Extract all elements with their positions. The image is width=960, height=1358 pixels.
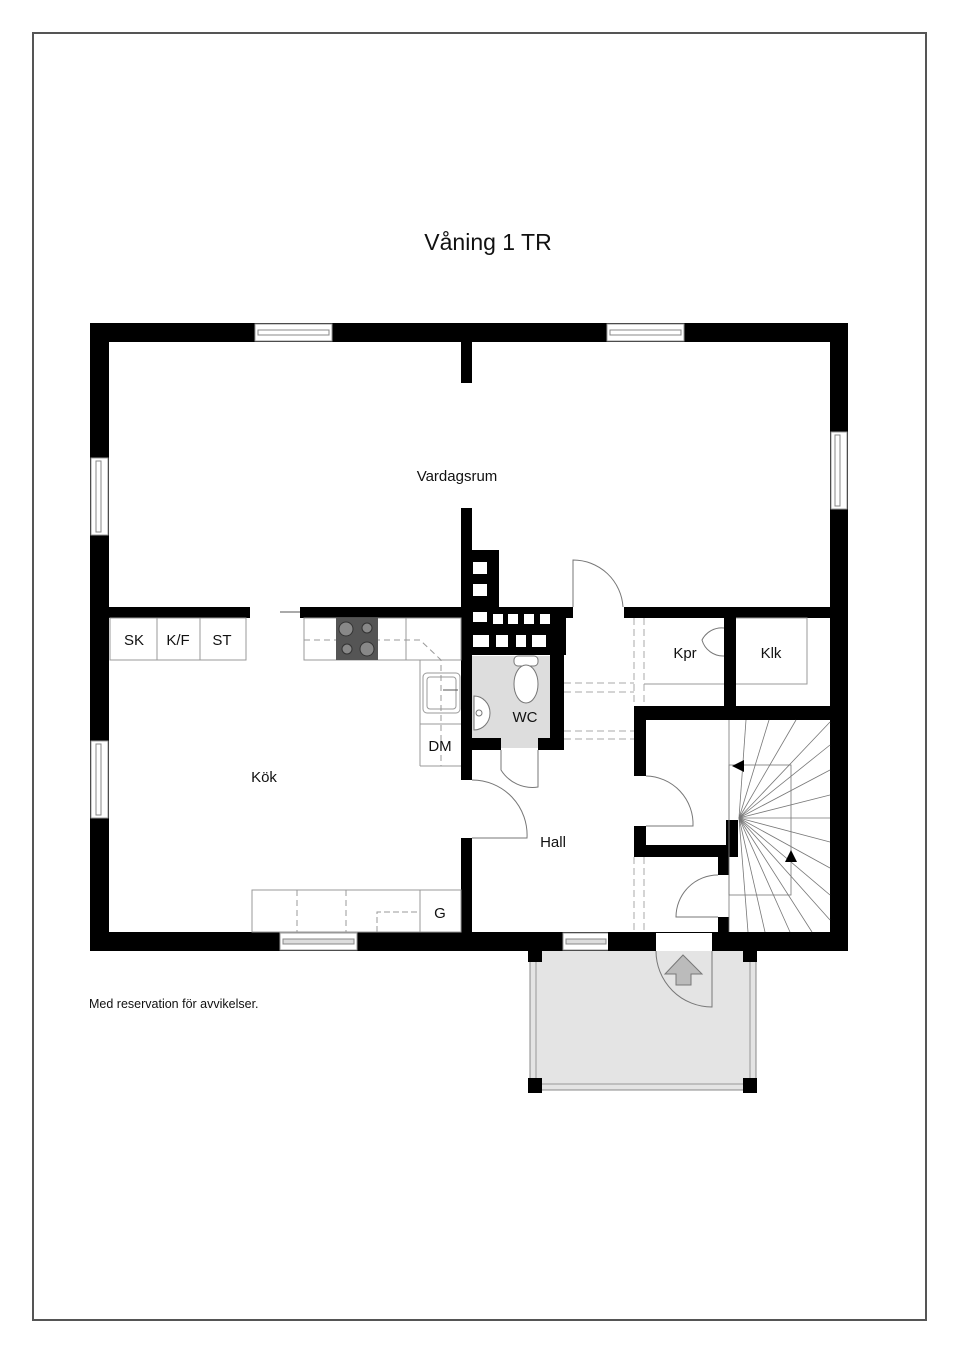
- page-frame: [32, 32, 927, 1321]
- doors: [280, 559, 725, 1008]
- storage-shelves: [644, 617, 808, 685]
- room-label-klk: Klk: [761, 645, 782, 662]
- appliance-label-g: G: [434, 905, 446, 922]
- stove-icon: [336, 618, 378, 660]
- disclaimer: Med reservation för avvikelser.: [89, 997, 259, 1011]
- entrance-arrow-icon: [663, 954, 704, 986]
- appliance-label-sk: SK: [124, 632, 144, 649]
- appliance-label-kf: K/F: [166, 632, 189, 649]
- stair-arrow-left-icon: [732, 760, 744, 772]
- room-label-vardagsrum: Vardagsrum: [417, 468, 498, 485]
- room-label-kok: Kök: [251, 769, 277, 786]
- appliance-label-st: ST: [212, 632, 231, 649]
- chimney-flues: [473, 562, 550, 647]
- room-label-kpr: Kpr: [673, 645, 696, 662]
- room-label-wc: WC: [513, 709, 538, 726]
- kitchen-fixtures: [109, 617, 462, 933]
- windows: [90, 323, 848, 951]
- wc-fixtures: [473, 655, 539, 731]
- stair-arrow-up-icon: [785, 850, 797, 862]
- appliance-label-dm: DM: [428, 738, 451, 755]
- porch: [528, 946, 757, 1093]
- staircase: [728, 719, 831, 933]
- room-label-hall: Hall: [540, 834, 566, 851]
- floor-title: Våning 1 TR: [424, 229, 552, 255]
- hall-guides: [564, 618, 645, 932]
